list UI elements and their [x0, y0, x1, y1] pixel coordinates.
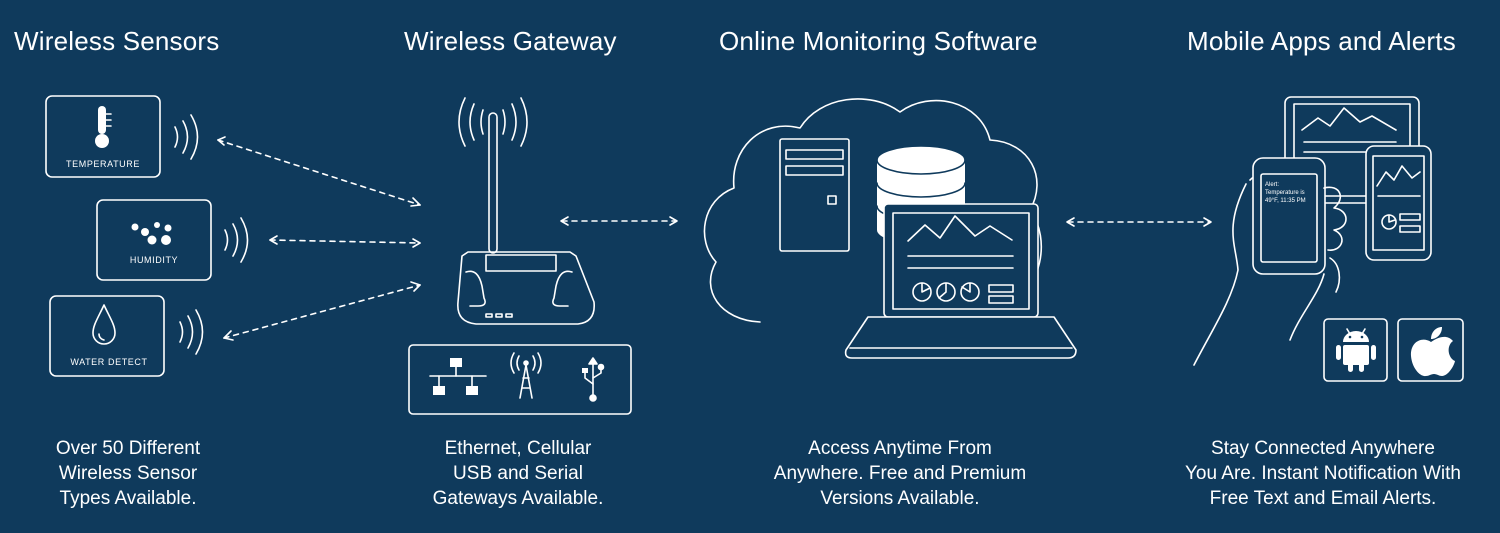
sensor-temperature: TEMPERATURE [45, 95, 199, 178]
water-drop-icon [92, 304, 116, 345]
caption-line: Access Anytime From [808, 438, 992, 459]
link-software-mobile [1066, 217, 1212, 227]
title-wireless-sensors: Wireless Sensors [14, 26, 220, 56]
smartphone-right-icon [1365, 145, 1432, 261]
caption-line: Stay Connected Anywhere [1211, 438, 1435, 459]
caption-line: Versions Available. [820, 488, 980, 509]
caption-line: Free Text and Email Alerts. [1209, 488, 1437, 509]
caption-wireless-sensors: Over 50 Different Wireless Sensor Types … [18, 436, 238, 511]
ethernet-network-icon [433, 358, 478, 395]
humidity-dots-icon [131, 222, 172, 245]
caption-mobile-apps: Stay Connected Anywhere You Are. Instant… [1155, 436, 1491, 511]
link-water [223, 284, 421, 339]
phone-alert-line3: 49°F, 11:35 PM [1265, 198, 1306, 204]
caption-wireless-gateway: Ethernet, Cellular USB and Serial Gatewa… [405, 436, 631, 511]
sensor-humidity: HUMIDITY [96, 199, 249, 281]
laptop-icon [844, 203, 1077, 359]
title-mobile-apps-alerts: Mobile Apps and Alerts [1187, 26, 1456, 56]
arrowheads [217, 136, 421, 341]
cloud-icon [703, 98, 1043, 323]
apple-icon [1410, 327, 1455, 377]
apple-app-badge [1397, 318, 1464, 382]
link-temperature [217, 139, 421, 206]
sensor-label-temperature: TEMPERATURE [66, 159, 140, 169]
caption-line: You Are. Instant Notification With [1184, 463, 1461, 484]
cellular-tower-icon [510, 352, 542, 399]
antenna-signal-icon [458, 97, 528, 147]
android-app-badge [1323, 318, 1388, 382]
signal-waves-icon [224, 217, 249, 263]
title-online-monitoring-software: Online Monitoring Software [719, 26, 1038, 56]
phone-alert-line1: Alert: [1265, 182, 1279, 188]
caption-line: Gateways Available. [432, 488, 604, 509]
caption-line: Ethernet, Cellular [444, 438, 592, 459]
hand-holding-phone-icon [1193, 157, 1347, 366]
signal-waves-icon [174, 114, 199, 160]
caption-line: Wireless Sensor [58, 463, 198, 484]
sensor-water-detect: WATER DETECT [49, 295, 204, 377]
link-gateway-software [560, 216, 678, 226]
android-icon [1336, 331, 1376, 372]
server-tower-icon [779, 138, 850, 252]
sensor-label-humidity: HUMIDITY [130, 255, 178, 265]
caption-line: USB and Serial [453, 463, 583, 484]
thermometer-icon [95, 106, 112, 148]
caption-line: Over 50 Different [55, 438, 201, 459]
title-wireless-gateway: Wireless Gateway [404, 26, 617, 56]
caption-line: Types Available. [59, 488, 197, 509]
caption-online-monitoring: Access Anytime From Anywhere. Free and P… [740, 436, 1060, 511]
sensor-links [217, 139, 421, 339]
signal-waves-icon [179, 309, 204, 355]
phone-alert-line2: Temperature is [1265, 190, 1305, 196]
usb-icon [582, 357, 605, 402]
gateway-device [457, 97, 595, 325]
gateway-connection-box [408, 344, 632, 415]
sensor-label-water-detect: WATER DETECT [70, 357, 147, 367]
ethernet-lines [429, 366, 487, 387]
caption-line: Anywhere. Free and Premium [773, 463, 1027, 484]
link-humidity [269, 239, 421, 244]
